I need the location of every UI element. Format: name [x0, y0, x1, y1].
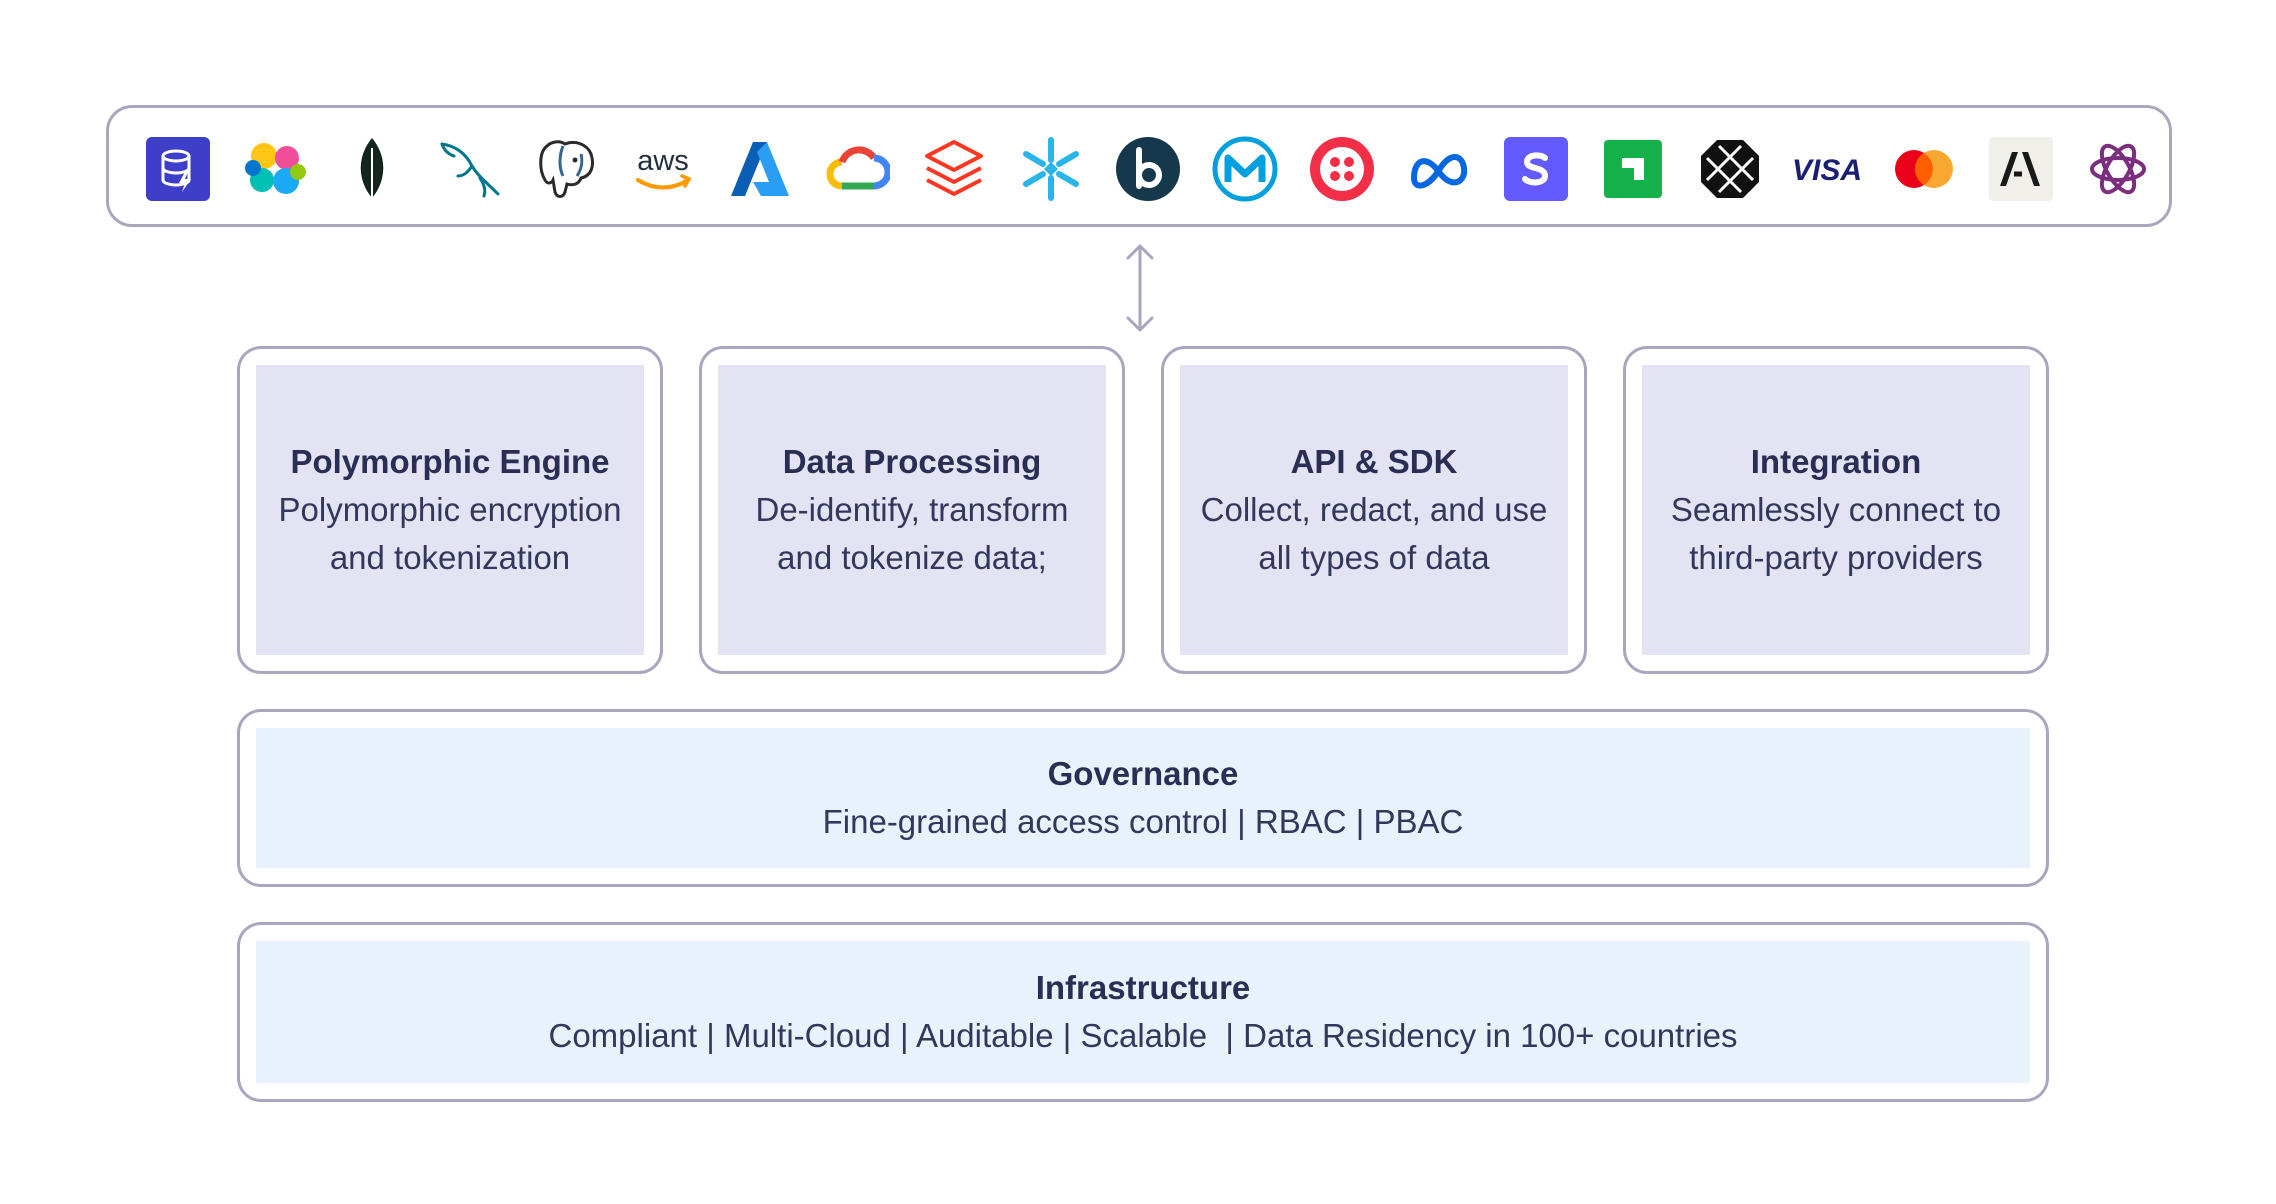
postgresql-elephant-icon — [533, 136, 599, 202]
database-bolt-icon — [145, 136, 211, 202]
mongodb-leaf-icon — [339, 136, 405, 202]
double-arrow-icon — [1126, 244, 1154, 332]
feature-panel: Polymorphic Engine Polymorphic encryptio… — [256, 365, 644, 655]
aws-wordmark: aws — [637, 145, 689, 177]
feature-title: API & SDK — [1290, 443, 1458, 480]
mastercard-icon — [1891, 136, 1957, 202]
feature-card-polymorphic-engine: Polymorphic Engine Polymorphic encryptio… — [237, 346, 663, 674]
b-circle-icon — [1115, 136, 1181, 202]
infrastructure-title: Infrastructure — [1035, 969, 1251, 1006]
feature-description: Polymorphic encryption and tokenization — [278, 491, 622, 576]
feature-card-api-sdk: API & SDK Collect, redact, and use all t… — [1161, 346, 1587, 674]
green-square-icon — [1600, 136, 1666, 202]
feature-panel: API & SDK Collect, redact, and use all t… — [1180, 365, 1568, 655]
integration-logo-bar: aws VISA — [106, 105, 2172, 227]
visa-icon: VISA — [1794, 136, 1860, 202]
governance-description: Fine-grained access control | RBAC | PBA… — [822, 803, 1464, 840]
plaid-icon — [1697, 136, 1763, 202]
feature-description: Collect, redact, and use all types of da… — [1200, 491, 1548, 576]
databricks-icon — [921, 136, 987, 202]
feature-description: De-identify, transform and tokenize data… — [755, 491, 1069, 576]
governance-panel: Governance Fine-grained access control |… — [256, 728, 2030, 868]
governance-title: Governance — [1047, 755, 1239, 792]
snowflake-icon — [1018, 136, 1084, 202]
twilio-icon — [1309, 136, 1375, 202]
infrastructure-description: Compliant | Multi-Cloud | Auditable | Sc… — [548, 1017, 1738, 1054]
stripe-icon — [1503, 136, 1569, 202]
aws-icon: aws — [630, 136, 696, 202]
feature-panel: Data Processing De-identify, transform a… — [718, 365, 1106, 655]
azure-icon — [727, 136, 793, 202]
feature-title: Data Processing — [782, 443, 1042, 480]
mysql-dolphin-icon — [436, 136, 502, 202]
visa-wordmark: VISA — [1794, 154, 1860, 187]
feature-title: Polymorphic Engine — [290, 443, 610, 480]
openai-icon — [2085, 136, 2151, 202]
mulesoft-icon — [1212, 136, 1278, 202]
feature-panel: Integration Seamlessly connect to third-… — [1642, 365, 2030, 655]
infrastructure-layer: Infrastructure Compliant | Multi-Cloud |… — [237, 922, 2049, 1102]
feature-description: Seamlessly connect to third-party provid… — [1670, 491, 2002, 576]
feature-card-integration: Integration Seamlessly connect to third-… — [1623, 346, 2049, 674]
infrastructure-panel: Infrastructure Compliant | Multi-Cloud |… — [256, 941, 2030, 1083]
elastic-icon — [242, 136, 308, 202]
feature-card-data-processing: Data Processing De-identify, transform a… — [699, 346, 1125, 674]
meta-icon — [1406, 136, 1472, 202]
anthropic-icon — [1988, 136, 2054, 202]
google-cloud-icon — [824, 136, 890, 202]
feature-title: Integration — [1750, 443, 1922, 480]
governance-layer: Governance Fine-grained access control |… — [237, 709, 2049, 887]
